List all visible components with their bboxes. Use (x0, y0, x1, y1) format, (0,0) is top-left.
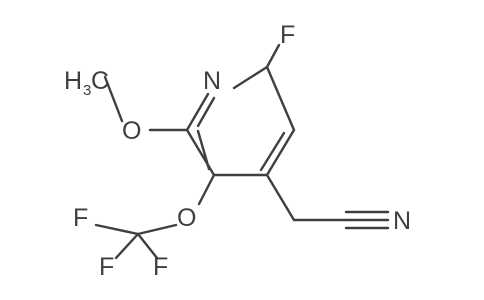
bond-c4-ch2 (265, 173, 296, 222)
bond-c6-f (265, 43, 281, 69)
atom-methoxy-o: O (122, 117, 141, 145)
bond-o-cf3 (136, 223, 178, 236)
bond-n-c6 (232, 65, 269, 90)
bond-c3-o (197, 173, 216, 206)
bond-c5-c4 (265, 128, 296, 177)
atom-methoxy-h: H (64, 67, 82, 95)
atom-fluorine-top: F (280, 21, 295, 49)
bond-c3-c2-inner (196, 129, 211, 171)
bond-cf3-f-left (94, 223, 140, 236)
bond-cf3-f-right (136, 232, 159, 260)
atom-cf3-f-right: F (153, 253, 168, 281)
bond-o-ch3 (103, 75, 124, 123)
atom-methoxy-c: C (91, 67, 109, 95)
bond-c2-n-inner (196, 96, 216, 128)
atom-nitrile-n: N (393, 207, 411, 235)
atom-cf3-f-bottom: F (99, 253, 114, 281)
bond-c6-c5 (265, 65, 296, 132)
bond-cf3-f-bottom (114, 232, 140, 260)
bond-c5-c4-inner (259, 131, 286, 172)
atom-cf3-f-left: F (73, 204, 88, 232)
atom-nitrogen-ring: N (203, 67, 221, 95)
atom-ocf3-o: O (177, 204, 196, 232)
bond-c2-n (185, 92, 210, 132)
atom-methoxy-subscript: 3 (83, 82, 91, 99)
